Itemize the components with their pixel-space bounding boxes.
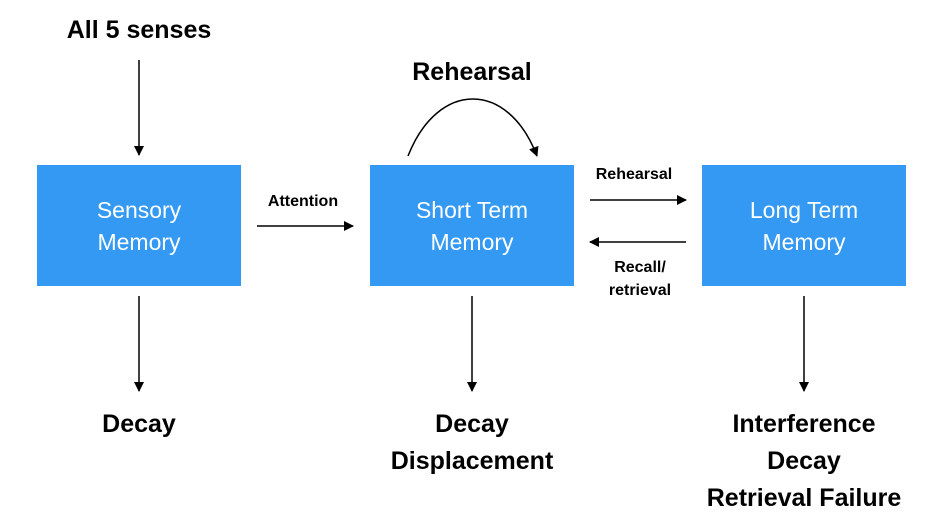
- sensory-memory-box: Sensory Memory: [37, 165, 241, 286]
- recall-retrieval-label: Recall/ retrieval: [608, 259, 672, 299]
- long-term-memory-box: Long Term Memory: [702, 165, 906, 286]
- short-term-memory-box: Short Term Memory: [370, 165, 574, 286]
- short-term-memory-label: Short Term Memory: [415, 196, 529, 255]
- long-term-outcome-label: Interference Decay Retrieval Failure: [706, 410, 902, 512]
- sensory-outcome-label: Decay: [102, 410, 176, 438]
- arrow-rehearsal-loop: [407, 98, 539, 157]
- input-senses-label: All 5 senses: [66, 16, 212, 44]
- rehearsal-loop-label: Rehearsal: [412, 58, 532, 86]
- long-term-memory-label: Long Term Memory: [749, 196, 859, 255]
- rehearsal-to-ltm-label: Rehearsal: [595, 166, 673, 183]
- sensory-memory-label: Sensory Memory: [96, 196, 182, 255]
- short-term-outcome-label: Decay Displacement: [390, 410, 554, 475]
- attention-label: Attention: [267, 193, 339, 210]
